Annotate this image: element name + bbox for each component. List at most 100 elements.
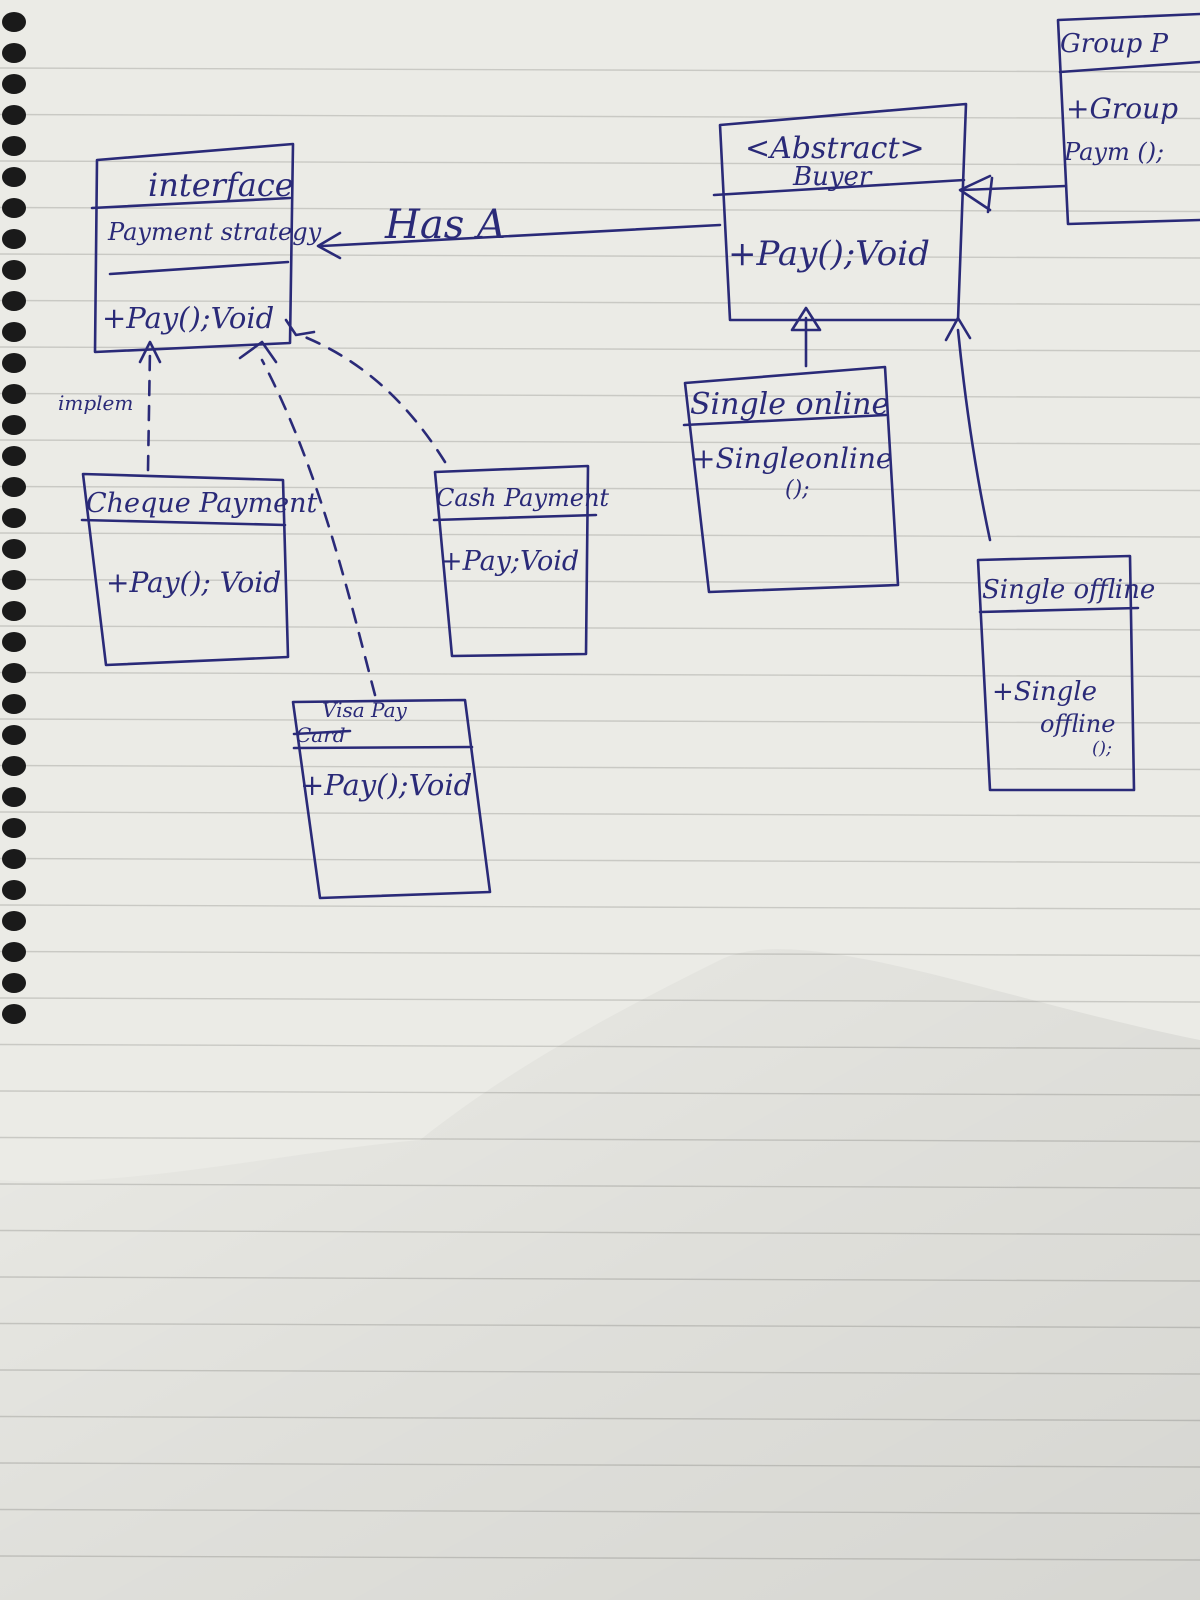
group-divider xyxy=(1058,60,1200,74)
binding-hole xyxy=(2,446,26,466)
binding-hole xyxy=(2,539,26,559)
ruled-line xyxy=(0,904,1200,910)
group-extends-arrowhead xyxy=(958,174,994,214)
ruled-line xyxy=(0,578,1200,585)
single-offline-method-line2: offline xyxy=(1040,710,1115,738)
ruled-line xyxy=(0,625,1200,631)
hand-shadow xyxy=(0,949,1200,1600)
binding-hole xyxy=(2,105,26,125)
binding-hole xyxy=(2,880,26,900)
single-online-extends-arrowhead xyxy=(790,306,822,332)
payment-strategy-method: +Pay();Void xyxy=(102,301,274,335)
cheque-implements-arrowhead xyxy=(138,340,162,364)
binding-hole xyxy=(2,384,26,404)
has-a-label: Has A xyxy=(384,202,506,248)
implements-label: implem xyxy=(58,391,133,415)
binding-hole xyxy=(2,787,26,807)
visa-payment-name: Visa Pay xyxy=(322,698,408,722)
single-online-name: Single online xyxy=(690,387,889,422)
cheque-payment-method: +Pay(); Void xyxy=(106,566,281,599)
relation-single-online-extends-buyer xyxy=(790,306,822,368)
visa-payment-divider xyxy=(292,745,474,750)
ruled-line xyxy=(0,439,1200,445)
has-a-arrowhead xyxy=(316,231,342,260)
binding-hole xyxy=(2,415,26,435)
ruled-line xyxy=(0,857,1200,864)
single-online-box xyxy=(683,365,900,594)
has-a-line xyxy=(320,223,722,248)
payment-strategy-divider-bottom xyxy=(108,260,290,276)
binding-hole xyxy=(2,198,26,218)
group-method-line2: Paym (); xyxy=(1063,138,1164,166)
visa-payment-box xyxy=(291,698,492,900)
ruled-line xyxy=(0,160,1200,166)
class-cash-payment: Cash Payment +Pay;Void xyxy=(432,464,609,658)
visa-implements-arrowhead xyxy=(238,340,278,364)
binding-hole xyxy=(2,353,26,373)
class-buyer: <Abstract> Buyer +Pay();Void xyxy=(712,102,968,322)
binding-hole xyxy=(2,477,26,497)
cheque-implements-line xyxy=(146,348,152,472)
visa-payment-strike xyxy=(292,729,352,736)
single-offline-method-line3: (); xyxy=(1092,738,1112,759)
binding-hole xyxy=(2,1004,26,1024)
cash-payment-name: Cash Payment xyxy=(436,484,609,512)
cheque-payment-divider xyxy=(80,518,287,527)
binding-hole xyxy=(2,74,26,94)
binding-hole xyxy=(2,12,26,32)
relation-cheque-implements: implem xyxy=(58,340,162,472)
payment-strategy-name: Payment strategy xyxy=(107,218,322,246)
binding-hole xyxy=(2,756,26,776)
relation-has-a: Has A xyxy=(316,202,722,260)
group-name: Group P xyxy=(1060,29,1169,59)
relation-cash-implements xyxy=(284,318,447,464)
binding-hole xyxy=(2,136,26,156)
single-offline-box xyxy=(976,554,1136,792)
single-offline-method-line1: +Single xyxy=(992,677,1097,707)
binding-holes xyxy=(2,12,26,1024)
cash-implements-line xyxy=(298,333,447,464)
binding-hole xyxy=(2,260,26,280)
payment-strategy-box xyxy=(93,142,295,354)
visa-implements-line xyxy=(260,358,377,697)
class-single-offline: Single offline +Single offline (); xyxy=(976,554,1155,792)
binding-hole xyxy=(2,849,26,869)
class-visa-payment: Visa Pay Card +Pay();Void xyxy=(291,698,492,900)
single-offline-extends-arrowhead xyxy=(944,316,972,342)
binding-hole xyxy=(2,911,26,931)
binding-hole xyxy=(2,322,26,342)
binding-hole xyxy=(2,725,26,745)
ruled-line xyxy=(0,811,1200,817)
binding-hole xyxy=(2,663,26,683)
binding-hole xyxy=(2,818,26,838)
ruled-line xyxy=(0,113,1200,120)
ruled-line xyxy=(0,392,1200,399)
binding-hole xyxy=(2,229,26,249)
group-extends-line xyxy=(960,184,1068,192)
buyer-stereotype: <Abstract> xyxy=(745,131,925,166)
ruled-line xyxy=(0,950,1200,957)
group-box xyxy=(1056,12,1200,226)
cash-payment-box xyxy=(433,464,590,658)
single-online-method-line2: (); xyxy=(785,477,810,502)
single-offline-divider xyxy=(978,606,1140,614)
ruled-line xyxy=(0,671,1200,678)
ruled-line xyxy=(0,67,1200,73)
single-online-divider xyxy=(682,413,888,427)
cheque-payment-name: Cheque Payment xyxy=(86,488,318,519)
visa-payment-method: +Pay();Void xyxy=(300,768,472,802)
buyer-divider xyxy=(712,178,966,197)
ruled-line xyxy=(0,485,1200,492)
binding-hole xyxy=(2,973,26,993)
binding-hole xyxy=(2,508,26,528)
cash-implements-arrowhead xyxy=(284,318,316,337)
ruled-line xyxy=(0,532,1200,538)
binding-hole xyxy=(2,570,26,590)
cash-payment-method: +Pay;Void xyxy=(440,546,579,577)
visa-payment-struck-name: Card xyxy=(296,723,346,747)
payment-strategy-stereotype: interface xyxy=(148,166,294,204)
ruled-line xyxy=(0,206,1200,213)
binding-hole xyxy=(2,942,26,962)
ruled-line xyxy=(0,253,1200,259)
